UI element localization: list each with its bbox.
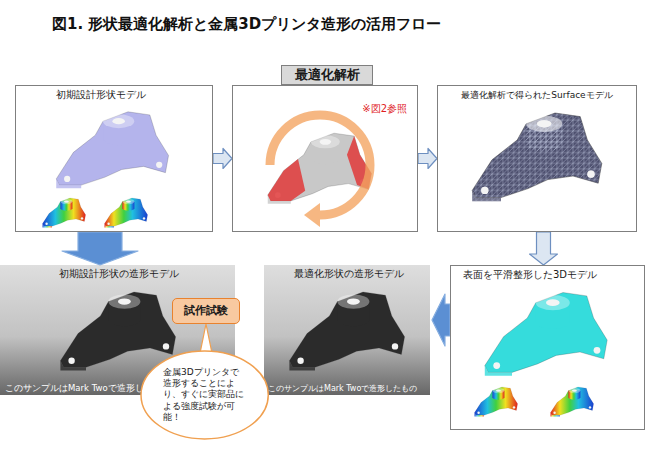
bracket-model (56, 112, 168, 188)
stress-map (550, 387, 593, 416)
mesh-lines (472, 113, 602, 201)
text-block: ※図2参照 (362, 103, 407, 116)
box-heading: 最適化解析で得られたSurfaceモデル (461, 90, 612, 100)
model-panel: 初期設計形状モデル (15, 85, 213, 232)
text-block: 最適化解析で得られたSurfaceモデル (461, 90, 612, 101)
callout-ellipse (141, 351, 268, 439)
text-block: 試作試験 (184, 304, 228, 318)
section-banner-text: 最適化解析 (295, 67, 360, 83)
trial-badge: 試作試験 (172, 298, 240, 324)
printed-part (60, 292, 175, 370)
text-block: 初期設計形状の造形モデル (59, 268, 179, 281)
smoothed-model (485, 293, 607, 376)
box-heading: 表面を平滑整形した3Dモデル (463, 269, 597, 280)
text-block: このサンプルはMark Twoで造形したもの (268, 384, 417, 394)
trial-label: 試作試験 (184, 304, 228, 317)
analysis-panel: 最適化解析※図2参照 (232, 85, 418, 232)
optimized-region (268, 136, 372, 201)
surface-model-panel: 最適化解析で得られたSurfaceモデル (437, 85, 637, 232)
flow-arrow (432, 294, 450, 346)
print-photo: 最適化形状の造形モデルこのサンプルはMark Twoで造形したもの (264, 265, 432, 397)
callout-bubble: 金属3Dプリンタで造形することにより、すぐに実部品による強度試験が可能！ (140, 350, 269, 440)
smoothed-model-panel: 表面を平滑整形した3Dモデル (450, 265, 645, 430)
flow-arrow (530, 232, 558, 265)
rotation-arrow (270, 115, 370, 227)
photo-background (264, 265, 430, 395)
flow-arrow (62, 232, 138, 265)
photo-caption: 初期設計形状の造形モデル (59, 268, 179, 279)
printed-part (289, 292, 404, 370)
stress-map (104, 198, 147, 227)
flow-arrow (213, 149, 232, 169)
callout-text: 金属3Dプリンタで造形することにより、すぐに実部品による強度試験が可能！ (163, 367, 247, 423)
figure-title: 図1. 形状最適化解析と金属3Dプリンタ造形の活用フロー (52, 15, 441, 34)
figure-reference: ※図2参照 (362, 103, 407, 114)
photo-caption: 最適化形状の造形モデル (294, 268, 404, 279)
box-heading: 初期設計形状モデル (56, 89, 146, 100)
mesh-model (472, 113, 602, 201)
text-block: 最適化形状の造形モデル (294, 268, 404, 281)
text-block: 表面を平滑整形した3Dモデル (463, 269, 597, 282)
text-block: 金属3Dプリンタで造形することにより、すぐに実部品による強度試験が可能！ (163, 367, 247, 423)
sample-note: このサンプルはMark Twoで造形したもの (268, 384, 417, 393)
stress-map (474, 387, 517, 416)
stress-map (42, 198, 85, 227)
text-block: 初期設計形状モデル (56, 89, 146, 102)
flow-arrow (418, 149, 437, 169)
section-banner: 最適化解析 (281, 65, 373, 85)
